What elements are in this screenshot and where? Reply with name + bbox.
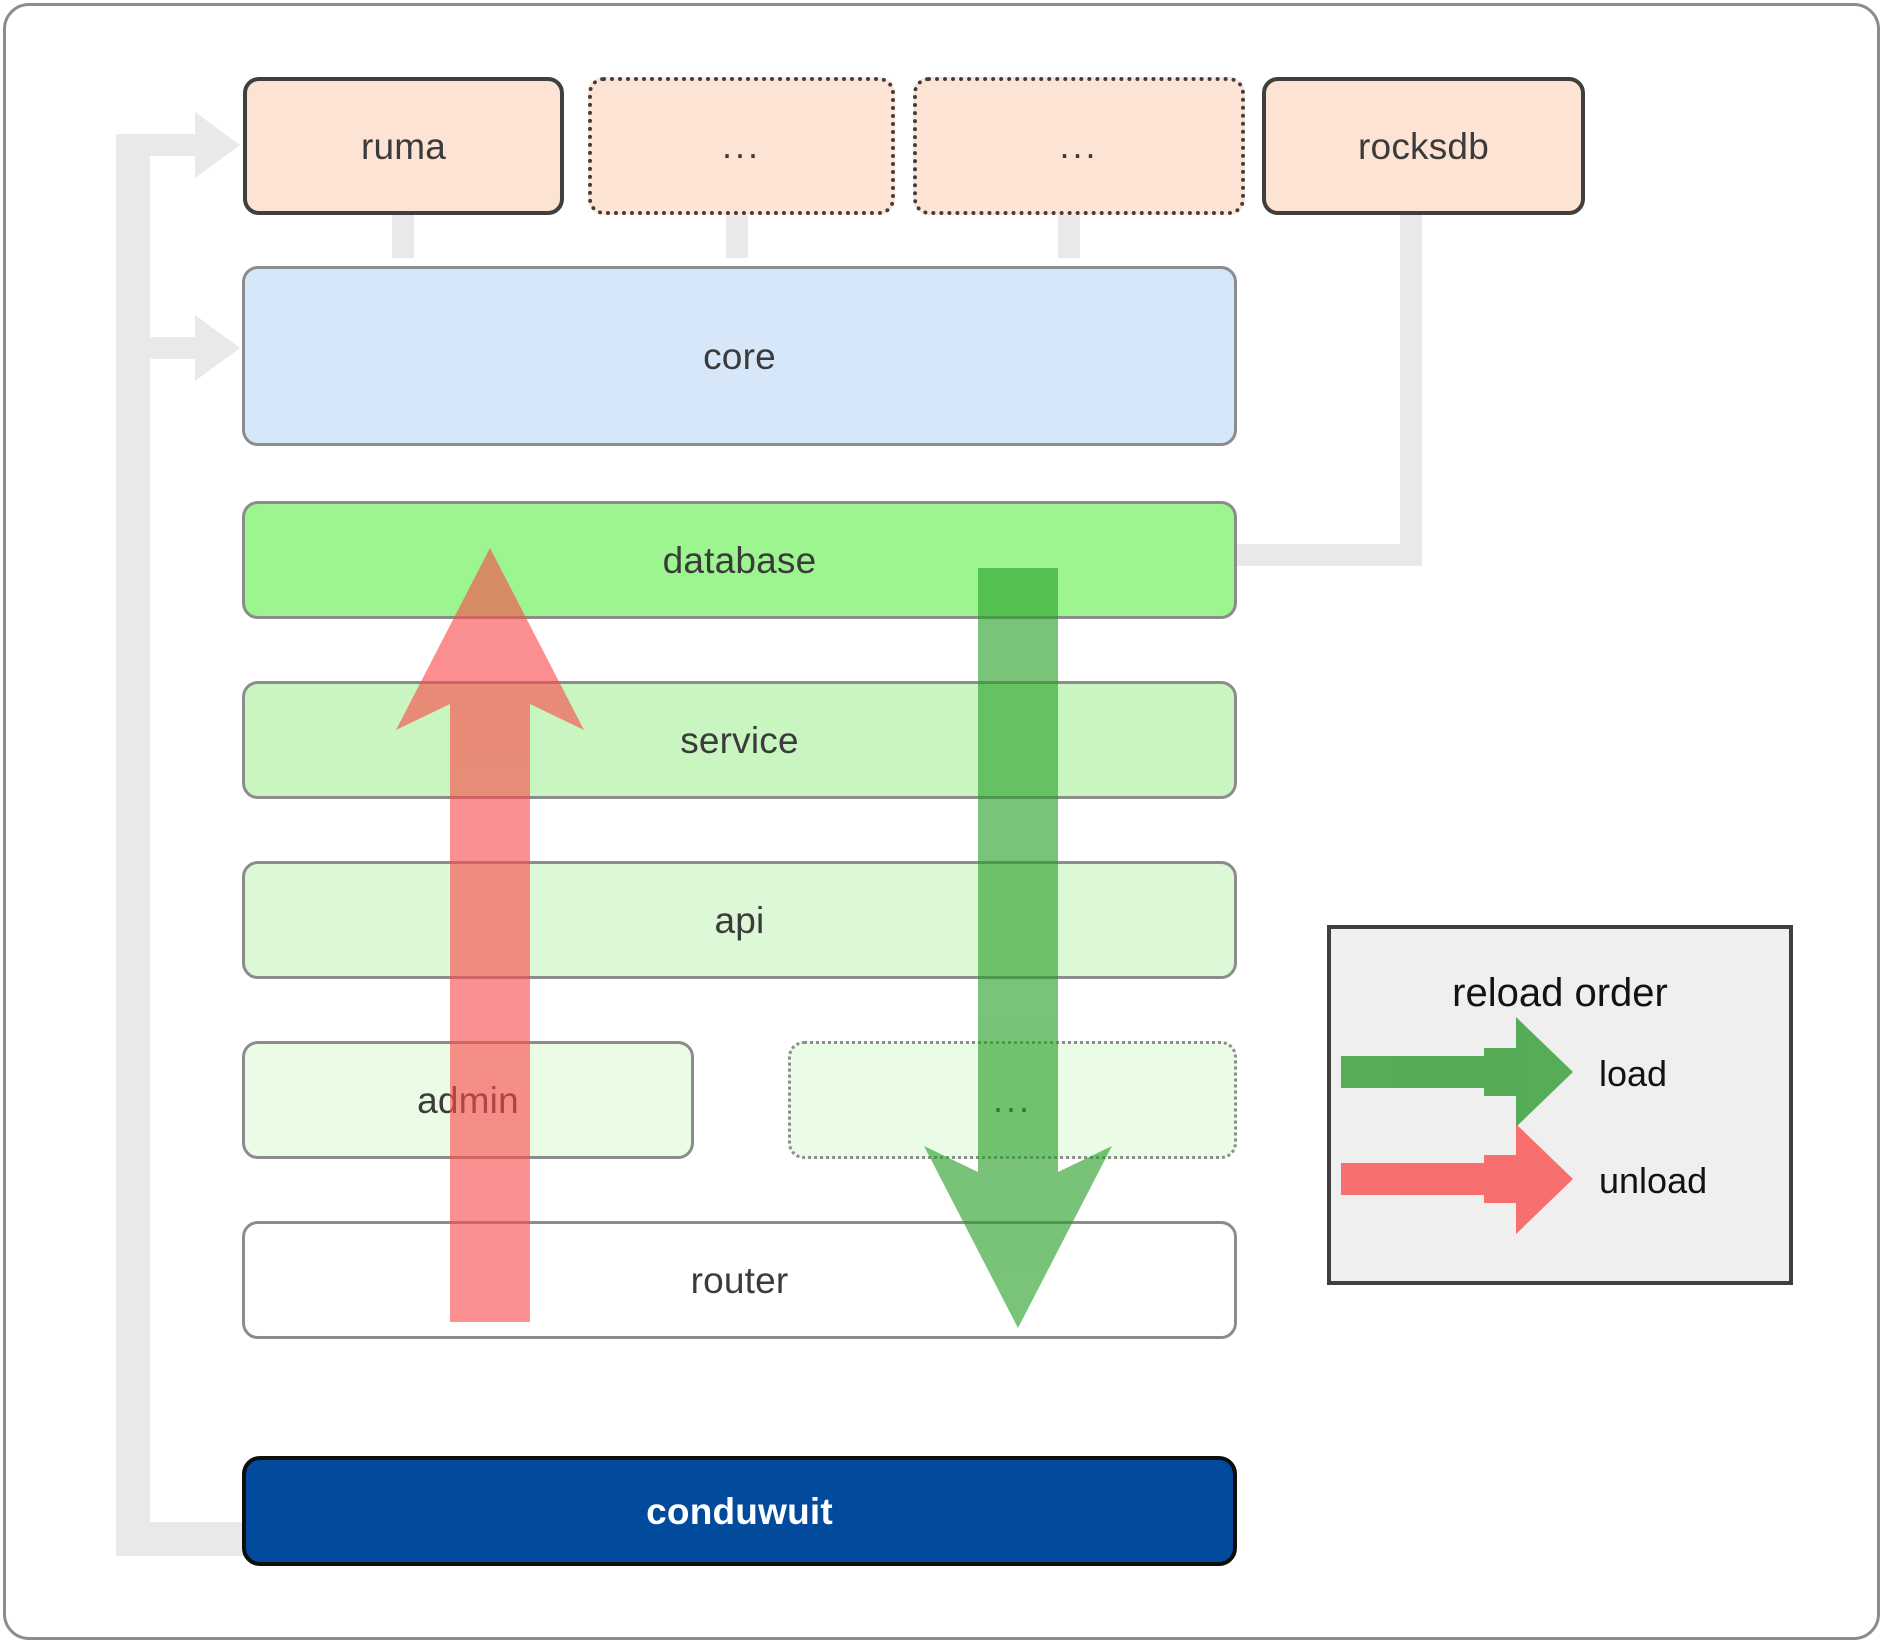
node-top-ellipsis-1-label: ... (721, 125, 761, 166)
node-service: service (242, 681, 1237, 799)
legend-arrow-layer (1341, 1017, 1573, 1234)
node-top-ellipsis-1: ... (588, 77, 895, 215)
node-api: api (242, 861, 1237, 979)
legend-label-load: load (1599, 1053, 1668, 1094)
node-conduwuit: conduwuit (242, 1456, 1237, 1566)
node-api-label: api (714, 899, 765, 941)
node-conduwuit-label: conduwuit (646, 1490, 833, 1532)
legend-title: reload order (1452, 971, 1668, 1015)
node-admin-label: admin (417, 1079, 519, 1121)
node-router-label: router (690, 1259, 789, 1301)
legend-panel: reload order load unload (1327, 925, 1793, 1285)
legend-unload-arrow (1341, 1124, 1573, 1234)
node-rocksdb-label: rocksdb (1358, 125, 1489, 167)
node-core: core (242, 266, 1237, 446)
node-top-ellipsis-2: ... (913, 77, 1245, 215)
diagram-frame (3, 3, 1880, 1640)
node-database-label: database (662, 539, 817, 581)
node-stack-ellipsis-label: ... (992, 1079, 1032, 1120)
legend-load-arrow (1341, 1017, 1573, 1127)
node-admin: admin (242, 1041, 694, 1159)
node-top-ellipsis-2-label: ... (1059, 125, 1099, 166)
node-ruma-label: ruma (360, 125, 447, 167)
legend-label-unload: unload (1599, 1160, 1708, 1201)
node-stack-ellipsis: ... (788, 1041, 1237, 1159)
node-service-label: service (680, 719, 799, 761)
node-core-label: core (703, 335, 776, 377)
node-database: database (242, 501, 1237, 619)
node-router: router (242, 1221, 1237, 1339)
node-rocksdb: rocksdb (1262, 77, 1585, 215)
node-ruma: ruma (243, 77, 564, 215)
